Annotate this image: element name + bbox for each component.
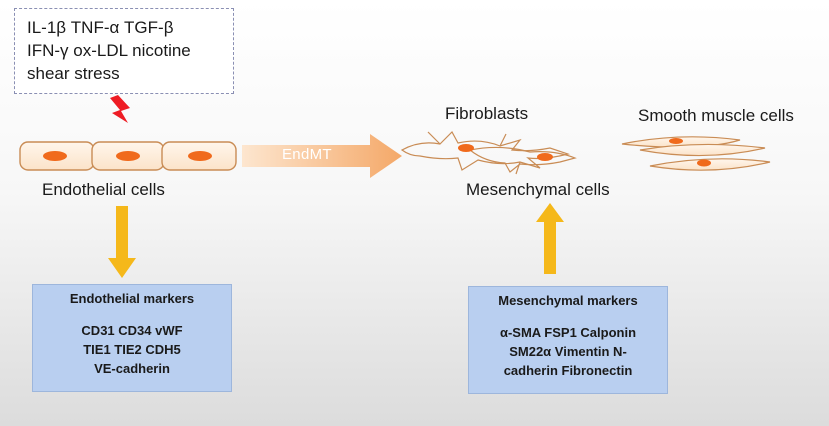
mesenchymal-marker-line: cadherin Fibronectin <box>503 363 633 378</box>
stimuli-line: shear stress <box>27 64 120 83</box>
fibroblasts-illustration <box>400 131 577 175</box>
endmt-label: EndMT <box>282 146 332 163</box>
mesenchymal-markers-box: Mesenchymal markers α-SMA FSP1 Calponin … <box>468 286 668 394</box>
stimuli-line: IFN-γ ox-LDL nicotine <box>27 41 191 60</box>
endothelial-cells-label: Endothelial cells <box>42 180 165 199</box>
nucleus <box>458 144 474 152</box>
nucleus <box>188 151 212 161</box>
mesenchymal-markers-title: Mesenchymal markers <box>498 293 638 308</box>
stimuli-line: IL-1β TNF-α TGF-β <box>27 18 174 37</box>
stimuli-box: IL-1β TNF-α TGF-β IFN-γ ox-LDL nicotine … <box>14 8 234 94</box>
nucleus <box>43 151 67 161</box>
endothelial-marker-line: VE-cadherin <box>94 361 170 376</box>
nucleus <box>669 138 683 144</box>
mesenchymal-marker-line: α-SMA FSP1 Calponin <box>499 325 637 340</box>
nucleus <box>697 159 711 167</box>
endothelial-marker-line: TIE1 TIE2 CDH5 <box>83 342 181 357</box>
mesenchymal-cells-label: Mesenchymal cells <box>466 180 610 199</box>
fibroblast-cell <box>468 146 577 173</box>
smooth-muscle-cells-label: Smooth muscle cells <box>638 106 794 125</box>
endothelial-markers-box: Endothelial markers CD31 CD34 vWF TIE1 T… <box>32 284 232 392</box>
nucleus <box>116 151 140 161</box>
lightning-icon <box>110 95 130 123</box>
down-arrow <box>108 206 136 278</box>
endothelial-cells-illustration <box>19 141 237 171</box>
smooth-muscle-cells-illustration <box>621 136 771 171</box>
endothelial-markers-title: Endothelial markers <box>69 291 195 306</box>
mesenchymal-marker-line: SM22α Vimentin N- <box>509 344 627 359</box>
nucleus <box>537 153 553 161</box>
smooth-muscle-cell <box>639 143 766 157</box>
fibroblasts-label: Fibroblasts <box>445 104 529 123</box>
endmt-arrow <box>242 134 402 178</box>
endothelial-marker-line: CD31 CD34 vWF <box>81 323 183 338</box>
up-arrow <box>536 203 564 274</box>
